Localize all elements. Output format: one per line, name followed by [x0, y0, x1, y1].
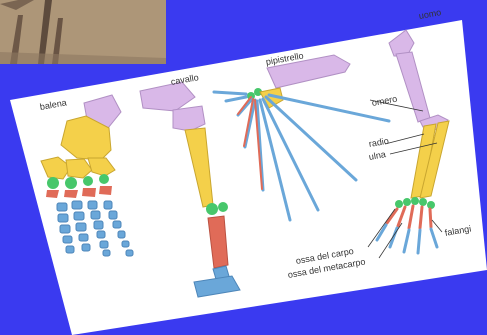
screen: balena cavallo pipistrello uomo omero ra… [0, 0, 487, 335]
homology-diagram [0, 0, 487, 335]
